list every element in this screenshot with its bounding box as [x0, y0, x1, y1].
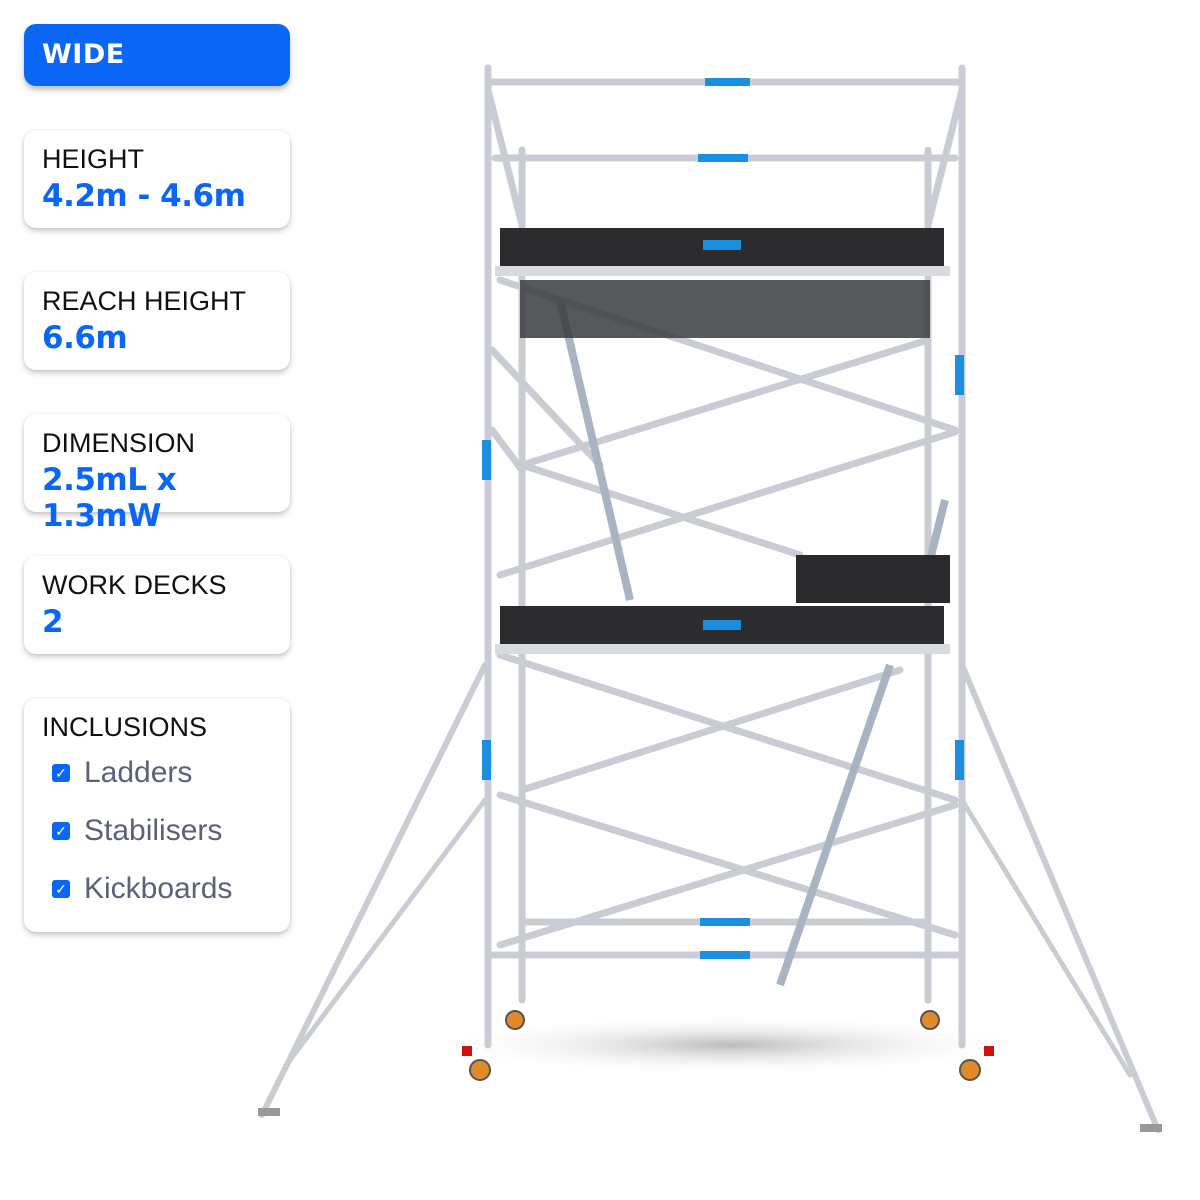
checkbox-checked-icon: ✓ — [52, 764, 70, 782]
wide-badge: WIDE — [24, 24, 290, 86]
spec-value: 2.5mL x 1.3mW — [42, 462, 177, 534]
spec-card-work-decks: WORK DECKS 2 — [24, 556, 290, 654]
inclusion-item: ✓Ladders — [52, 756, 192, 790]
checkbox-checked-icon: ✓ — [52, 822, 70, 840]
spec-value: 2 — [42, 604, 64, 640]
spec-value: 4.2m - 4.6m — [42, 178, 246, 214]
inclusions-card: INCLUSIONS ✓Ladders ✓Stabilisers ✓Kickbo… — [24, 698, 290, 932]
spec-card-height: HEIGHT 4.2m - 4.6m — [24, 130, 290, 228]
checkbox-checked-icon: ✓ — [52, 880, 70, 898]
spec-label: HEIGHT — [42, 144, 145, 174]
inclusions-label: INCLUSIONS — [42, 712, 208, 742]
spec-card-reach-height: REACH HEIGHT 6.6m — [24, 272, 290, 370]
inclusion-item: ✓Stabilisers — [52, 814, 222, 848]
spec-card-dimension: DIMENSION 2.5mL x 1.3mW — [24, 414, 290, 534]
spec-label: WORK DECKS — [42, 570, 227, 600]
inclusion-item: ✓Kickboards — [52, 872, 232, 906]
spec-value: 6.6m — [42, 320, 128, 356]
spec-label: DIMENSION — [42, 428, 196, 458]
spec-label: REACH HEIGHT — [42, 286, 247, 316]
badge-label: WIDE — [42, 39, 125, 70]
